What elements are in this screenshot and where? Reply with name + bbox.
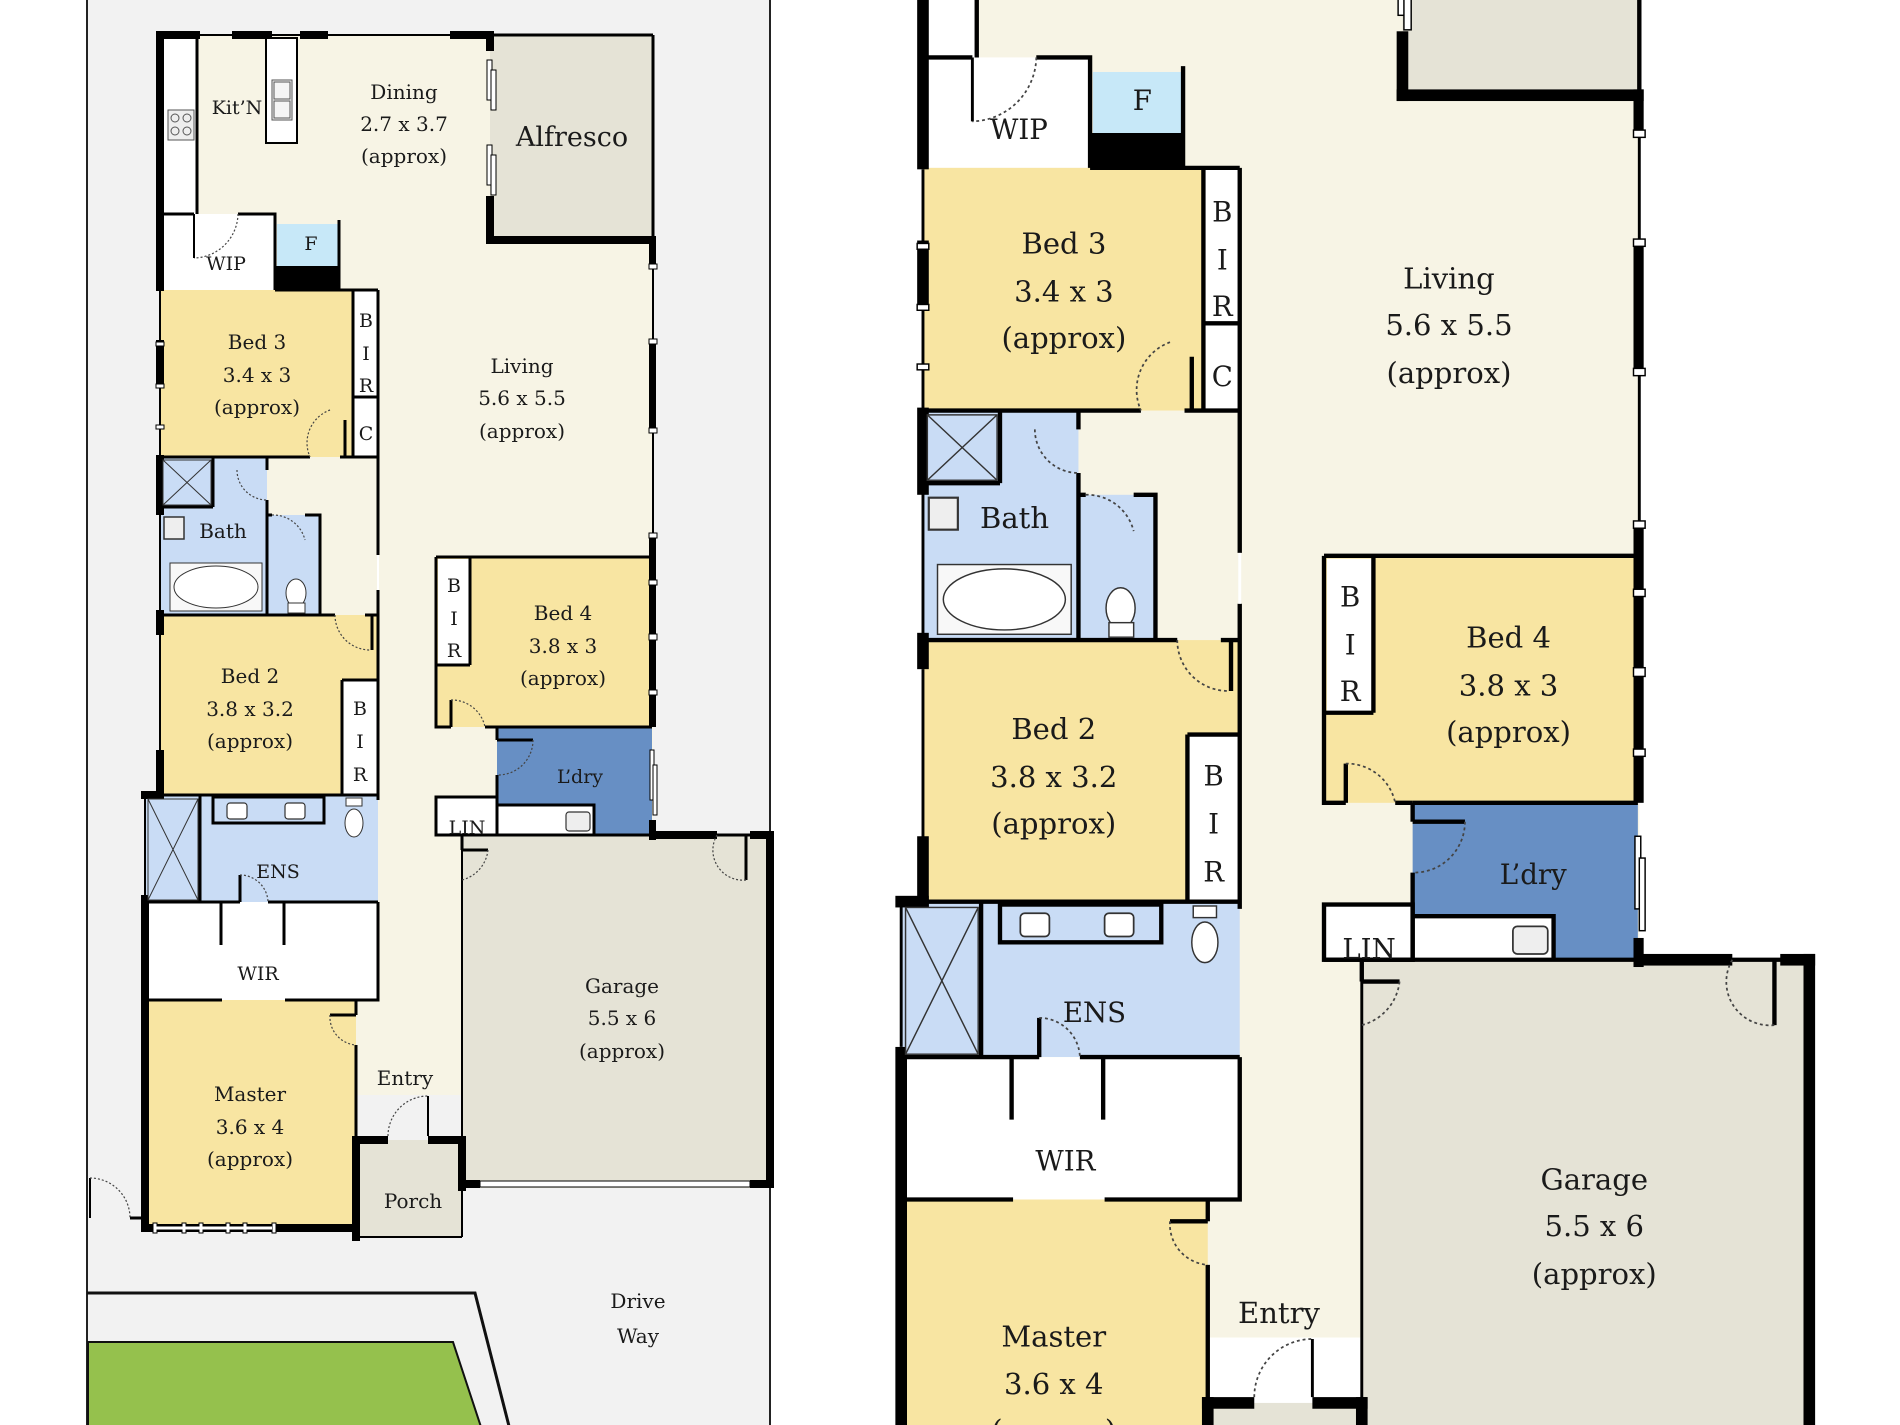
bed2-robe <box>342 680 378 795</box>
bed4-robe-letter-r: R <box>447 640 462 662</box>
wip-label: WIP <box>206 253 246 275</box>
bed4-robe-letter-b: B <box>447 575 461 597</box>
bed3-robe-letter-r: R <box>359 375 374 397</box>
bed3-robe-letter-b: B <box>359 310 373 332</box>
master-label: Master <box>214 1082 287 1106</box>
linen-cupboard <box>436 797 497 835</box>
fridge-area <box>277 224 339 266</box>
bed2-robe-letter-b: B <box>353 698 367 720</box>
living-approx: (approx) <box>479 419 565 443</box>
bed3-robe <box>353 290 378 457</box>
linen-c-label: C <box>359 423 374 445</box>
basin-icon <box>163 516 185 540</box>
porch-label: Porch <box>384 1189 442 1213</box>
linen-label: LIN <box>449 817 486 839</box>
fridge-label: F <box>304 233 317 255</box>
porch-area <box>356 1140 462 1237</box>
wir-label: WIR <box>237 963 279 985</box>
bed3-size: 3.4 x 3 <box>223 363 292 387</box>
laundry-label: L’dry <box>557 766 603 788</box>
laundry-tub-icon <box>565 811 591 832</box>
bed3-label: Bed 3 <box>228 330 286 354</box>
kitchen-label: Kit’N <box>212 97 263 119</box>
ensuite-label: ENS <box>256 861 300 883</box>
dining-approx: (approx) <box>361 144 447 168</box>
bed4-label: Bed 4 <box>534 601 592 625</box>
master-approx: (approx) <box>207 1147 293 1171</box>
driveway-label-1: Drive <box>610 1289 665 1313</box>
bed4-area <box>436 557 652 727</box>
lawn <box>87 1341 482 1425</box>
alfresco-area <box>490 35 653 240</box>
bath-label: Bath <box>199 519 247 543</box>
cooktop-icon <box>167 109 195 141</box>
bed2-robe-letter-r: R <box>353 764 368 786</box>
living-size: 5.6 x 5.5 <box>478 386 566 410</box>
bed4-size: 3.8 x 3 <box>529 634 598 658</box>
bed4-robe <box>438 559 470 665</box>
living-label: Living <box>490 354 553 378</box>
fridge-base <box>275 266 339 290</box>
garage-area <box>462 835 770 1188</box>
bed3-area <box>160 290 353 457</box>
entry-label: Entry <box>377 1066 434 1090</box>
bed2-label: Bed 2 <box>221 664 279 688</box>
bed3-robe-letter-i: I <box>362 343 370 365</box>
wir-area <box>145 902 378 1000</box>
double-vanity-icon <box>226 802 306 820</box>
kitchen-sink-icon <box>271 79 293 121</box>
bed3-approx: (approx) <box>214 395 300 419</box>
garage-approx: (approx) <box>579 1039 665 1063</box>
wip-area <box>163 214 275 290</box>
bed2-size: 3.8 x 3.2 <box>206 697 294 721</box>
master-size: 3.6 x 4 <box>216 1115 285 1139</box>
curb-line <box>87 1291 511 1425</box>
alfresco-label: Alfresco <box>515 122 628 153</box>
ensuite-toilet-icon <box>344 808 364 838</box>
dining-size: 2.7 x 3.7 <box>360 112 448 136</box>
garage-label: Garage <box>585 974 659 998</box>
bed2-approx: (approx) <box>207 729 293 753</box>
house-plan: Kit’N Dining 2.7 x 3.7 (approx) Alfresco… <box>141 31 774 1241</box>
master-area <box>145 1000 356 1228</box>
bed4-approx: (approx) <box>520 666 606 690</box>
bed2-robe-letter-i: I <box>356 731 364 753</box>
driveway-label-2: Way <box>617 1324 660 1348</box>
garage-size: 5.5 x 6 <box>588 1006 657 1030</box>
dining-label: Dining <box>370 80 438 104</box>
bed4-robe-letter-i: I <box>450 608 458 630</box>
